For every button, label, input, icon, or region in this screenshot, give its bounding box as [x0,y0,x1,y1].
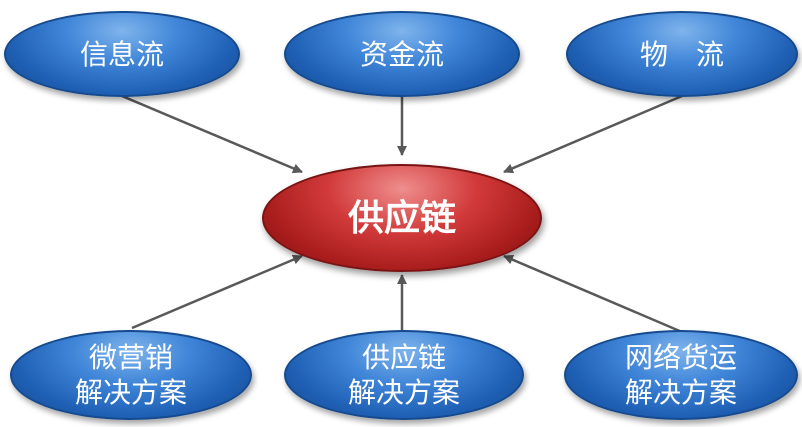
arrow-network-freight-to-center [503,254,683,334]
node-label-line2: 解决方案 [624,376,737,409]
node-supply-chain-center: 供应链 [262,164,542,272]
node-label-line2: 解决方案 [347,376,460,409]
node-logistics: 物 流 [566,11,798,97]
node-label: 物 流 [639,37,724,71]
node-capital-flow: 资金流 [284,11,520,97]
node-label: 资金流 [359,37,444,71]
node-supply-chain-solution: 供应链 解决方案 [284,330,524,420]
node-micro-marketing-solution: 微营销 解决方案 [10,330,252,420]
node-info-flow: 信息流 [4,11,240,97]
node-label-line1: 网络货运 [624,341,737,374]
arrow-micro-marketing-to-center [131,254,303,330]
node-label-line1: 微营销 [88,341,173,374]
arrow-info-flow-to-center [121,94,303,174]
node-network-freight-solution: 网络货运 解决方案 [564,330,798,420]
node-label: 信息流 [79,37,164,71]
node-label-line2: 解决方案 [74,376,187,409]
arrow-logistics-to-center [503,94,683,174]
center-label: 供应链 [347,197,456,239]
node-label-line1: 供应链 [361,341,446,374]
